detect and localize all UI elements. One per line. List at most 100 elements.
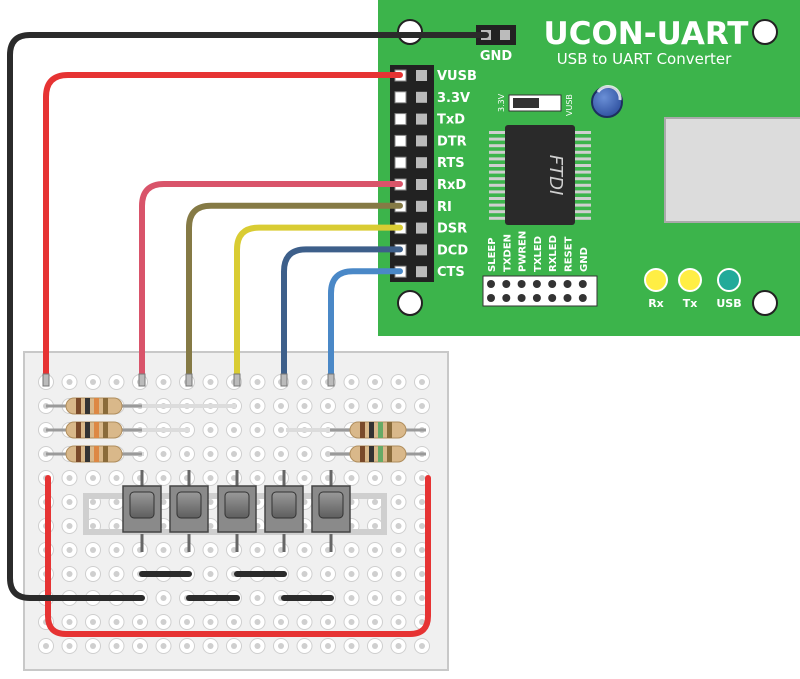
header-pin: [416, 179, 427, 190]
bottom-header-label-sleep: SLEEP: [487, 237, 498, 272]
pin-label-rts: RTS: [437, 156, 465, 171]
chip-pin: [573, 137, 591, 141]
pin-label-vusb: VUSB: [437, 69, 477, 84]
bottom-header-pin: [517, 280, 526, 288]
resistor-band: [103, 446, 108, 462]
board-title: UCON-UART: [544, 16, 749, 52]
resistor-band: [85, 446, 90, 462]
bottom-header-pin: [563, 294, 572, 302]
hole-center: [372, 643, 378, 649]
hole-center: [207, 547, 214, 553]
hole-center: [278, 619, 284, 625]
hole-center: [66, 571, 73, 577]
hole-center: [348, 595, 355, 601]
hole-center: [372, 547, 378, 553]
resistor-band: [378, 422, 383, 438]
resistor: [330, 445, 426, 463]
hole-center: [137, 619, 143, 625]
switch-knob: [513, 98, 539, 108]
wires: [7, 32, 489, 637]
hole-center: [207, 499, 214, 505]
hole-center: [207, 475, 214, 481]
header-pin: [416, 157, 427, 169]
hole-center: [254, 619, 261, 625]
hole-center: [348, 619, 355, 625]
resistor-band: [85, 398, 90, 414]
hole-center: [348, 547, 355, 553]
chip-pin: [489, 144, 507, 148]
button-cap: [318, 491, 344, 519]
hole-center: [278, 403, 284, 409]
hole-center: [231, 427, 237, 433]
wire-gnd: [7, 32, 489, 601]
hole-center: [325, 571, 331, 577]
led-usb: [717, 268, 741, 292]
resistor-band: [76, 398, 81, 414]
header-pin: [416, 135, 427, 147]
hole-center: [207, 571, 214, 577]
hole-center: [90, 379, 96, 385]
bottom-header-label-gnd: GND: [579, 247, 590, 272]
hole-center: [160, 643, 167, 649]
hole-center: [184, 619, 190, 625]
chip-pin: [573, 157, 591, 161]
hole-center: [207, 451, 214, 457]
resistor-band: [94, 422, 99, 438]
gnd-label: GND: [480, 49, 513, 64]
hole-center: [160, 451, 167, 457]
board-subtitle: USB to UART Converter: [557, 50, 732, 68]
pin-label-cts: CTS: [437, 265, 465, 280]
wire-vusb: [43, 72, 403, 385]
bottom-header-label-txden: TXDEN: [502, 234, 513, 272]
bottom-header-label-txled: TXLED: [533, 236, 544, 272]
mount-hole: [752, 290, 778, 316]
chip-pin: [489, 157, 507, 161]
hole-center: [66, 475, 73, 481]
hole-center: [160, 547, 167, 553]
hole-center: [160, 595, 167, 601]
hole-center: [113, 619, 120, 625]
wire-end-pin: [42, 373, 50, 387]
pin-label-txd: TxD: [437, 113, 465, 128]
chip-pin: [489, 190, 507, 194]
hole-center: [395, 403, 402, 409]
hole-center: [395, 619, 402, 625]
chip-pin: [573, 183, 591, 187]
pin-label-33v: 3.3V: [437, 91, 470, 106]
pin-label-ri: RI: [437, 200, 452, 215]
chip-pin: [573, 197, 591, 200]
hole-center: [395, 643, 402, 649]
hole-center: [301, 547, 308, 553]
resistor-band: [369, 446, 374, 462]
button-cap: [129, 491, 155, 519]
header-pin: [416, 222, 427, 234]
switch-right-label: VUSB: [565, 94, 574, 116]
chip-pin: [573, 210, 591, 214]
push-buttons: [122, 470, 351, 552]
hole-center: [395, 547, 402, 553]
uart-board: UCON-UART USB to UART Converter GND VUSB…: [378, 0, 800, 336]
capacitor-stripe: [596, 85, 622, 101]
resistor-band: [369, 422, 374, 438]
hole-center: [231, 451, 237, 457]
hole-center: [395, 523, 402, 529]
header-pin: [416, 200, 427, 212]
header-pin: [394, 156, 407, 169]
hole-center: [160, 499, 167, 505]
chip-pin: [573, 177, 591, 181]
bottom-header-pin: [532, 294, 541, 302]
chip-pin: [573, 203, 591, 207]
hole-center: [348, 571, 355, 577]
wire-rxd: [139, 181, 403, 385]
hole-center: [254, 643, 261, 649]
gnd-pin: [500, 30, 510, 40]
hole-center: [325, 403, 331, 409]
chip-pin: [489, 210, 507, 214]
hole-center: [348, 403, 355, 409]
hole-center: [348, 475, 355, 481]
resistor-band: [387, 446, 392, 462]
resistor-band: [103, 398, 108, 414]
resistor-band: [94, 446, 99, 462]
chip-pin: [573, 150, 591, 154]
